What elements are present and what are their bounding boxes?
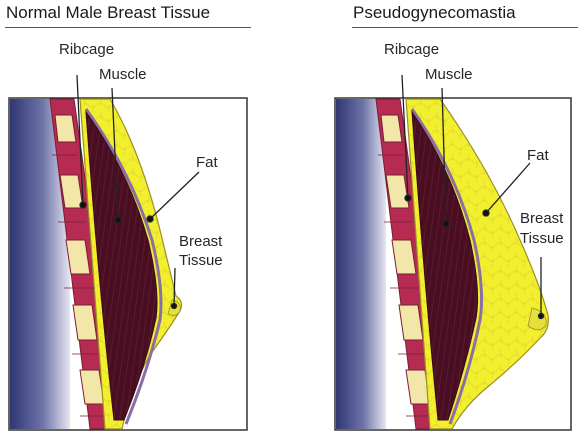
- label-breast-line1: Breast: [520, 210, 564, 227]
- label-tissue-line2: Tissue: [520, 230, 564, 247]
- label-fat: Fat: [196, 154, 218, 171]
- panel-title-normal: Normal Male Breast Tissue: [6, 3, 211, 22]
- pectoral-fascia: [410, 108, 484, 425]
- pectoral-muscle: [85, 110, 158, 421]
- pectoral-fascia: [84, 108, 163, 425]
- leader-lines: [401, 74, 545, 320]
- chest-wall: [336, 99, 386, 429]
- label-breast-line1: Breast: [179, 233, 223, 250]
- panel-title-pseudogynecomastia: Pseudogynecomastia: [353, 3, 516, 22]
- title-underline: [5, 27, 251, 28]
- panel-pseudogynecomastia: [334, 74, 572, 431]
- label-muscle: Muscle: [99, 66, 147, 83]
- leader-lines: [76, 74, 200, 310]
- panel-normal: [8, 74, 248, 431]
- label-ribcage: Ribcage: [59, 41, 115, 58]
- label-muscle: Muscle: [425, 66, 473, 83]
- label-tissue-line2: Tissue: [179, 252, 223, 269]
- title-underline: [352, 27, 578, 28]
- label-ribcage: Ribcage: [384, 41, 440, 58]
- pectoral-muscle: [411, 110, 479, 421]
- label-fat: Fat: [527, 147, 549, 164]
- rib-cartilage-segments: [54, 114, 105, 405]
